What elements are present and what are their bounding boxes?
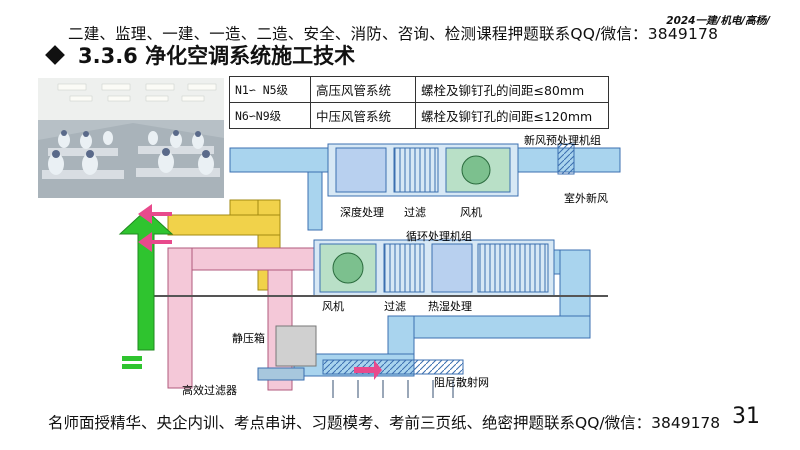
label-heat-humid: 热湿处理 <box>428 300 472 313</box>
title-row: 3.3.6 净化空调系统施工技术 <box>45 42 356 68</box>
title-bullet-icon <box>45 45 65 65</box>
grade-cell: N6∽N9级 <box>229 102 311 129</box>
page-number: 31 <box>732 404 760 429</box>
slide-title: 3.3.6 净化空调系统施工技术 <box>78 44 356 68</box>
label-hepa: 高效过滤器 <box>182 383 237 397</box>
contact-banner: 二建、监理、一建、一造、二造、安全、消防、咨询、检测课程押题联系QQ/微信：38… <box>68 25 719 43</box>
system-cell: 中压风管系统 <box>310 102 416 129</box>
system-cell: 高压风管系统 <box>310 76 416 103</box>
grade-cell: N1∽ N5级 <box>229 76 311 103</box>
table-row: N6∽N9级 中压风管系统 螺栓及铆钉孔的间距≤120mm <box>229 102 609 129</box>
course-tag: 2024一建/机电/高杨/ <box>666 15 770 27</box>
label-outdoor-air: 室外新风 <box>564 191 608 205</box>
label-filter-mid: 过滤 <box>384 300 406 313</box>
label-fan-mid: 风机 <box>322 299 344 313</box>
footer-banner: 名师面授精华、央企内训、考点串讲、习题模考、考前三页纸、绝密押题联系QQ/微信：… <box>48 414 721 432</box>
cleanroom-photo <box>38 78 224 198</box>
label-fan-top: 风机 <box>460 205 482 219</box>
rule-cell: 螺栓及铆钉孔的间距≤80mm <box>415 76 609 103</box>
label-damping-net: 阻尼散射网 <box>434 375 489 389</box>
label-filter-top: 过滤 <box>404 206 426 219</box>
label-deep-treatment: 深度处理 <box>340 205 384 219</box>
hvac-system-diagram: 新风预处理机组 室外新风 深度处理 过滤 风机 循环处理机组 风机 过滤 热湿处… <box>118 133 621 398</box>
label-fresh-air-unit: 新风预处理机组 <box>524 133 601 147</box>
rule-cell: 螺栓及铆钉孔的间距≤120mm <box>415 102 609 129</box>
table-row: N1∽ N5级 高压风管系统 螺栓及铆钉孔的间距≤80mm <box>229 76 609 103</box>
label-static-box: 静压箱 <box>232 331 265 345</box>
duct-spec-table: N1∽ N5级 高压风管系统 螺栓及铆钉孔的间距≤80mm N6∽N9级 中压风… <box>229 76 609 129</box>
label-circulation-unit: 循环处理机组 <box>406 229 472 243</box>
